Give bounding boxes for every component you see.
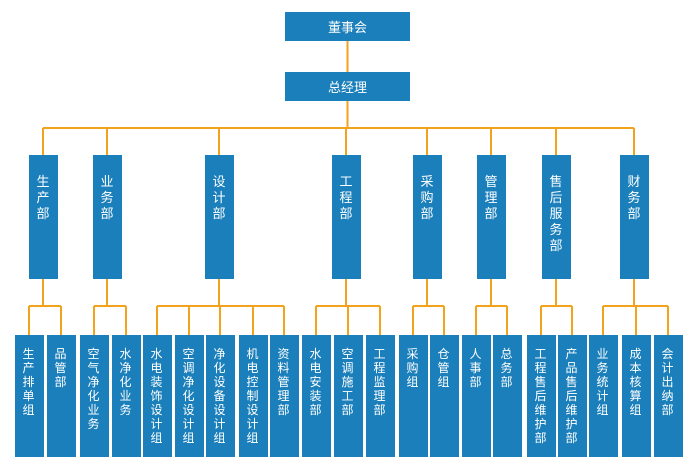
department-box: 财务部 (619, 155, 649, 279)
group-box: 水电装饰设计组 (142, 335, 172, 457)
group-label: 成本核算组 (629, 347, 642, 417)
department-label: 售后服务部 (549, 175, 563, 254)
department-box: 管理部 (476, 155, 506, 279)
group-box: 水电安装部 (301, 335, 331, 457)
group-label: 空气净化业务 (87, 347, 100, 431)
group-box: 资料管理部 (269, 335, 299, 457)
department-label: 业务部 (100, 175, 114, 222)
group-label: 采购组 (406, 347, 419, 389)
group-label: 空调施工部 (341, 347, 354, 417)
department-box: 工程部 (331, 155, 361, 279)
group-box: 空调施工部 (333, 335, 363, 457)
group-label: 机电控制设计组 (246, 347, 259, 445)
group-box: 工程售后维护部 (526, 335, 556, 457)
group-label: 工程监理部 (373, 347, 386, 417)
group-label: 人事部 (469, 347, 482, 389)
group-box: 空调净化设计组 (174, 335, 204, 457)
group-box: 业务统计组 (588, 335, 618, 457)
group-label: 资料管理部 (277, 347, 290, 417)
group-label: 会计出纳部 (661, 347, 674, 417)
group-box: 机电控制设计组 (238, 335, 268, 457)
department-box: 生产部 (28, 155, 58, 279)
group-box: 采购组 (398, 335, 428, 457)
group-box: 工程监理部 (365, 335, 395, 457)
group-label: 业务统计组 (596, 347, 609, 417)
department-label: 生产部 (36, 175, 50, 222)
group-label: 空调净化设计组 (182, 347, 195, 445)
department-label: 采购部 (420, 175, 434, 222)
department-label: 管理部 (484, 175, 498, 222)
department-box: 采购部 (412, 155, 442, 279)
department-label: 财务部 (627, 175, 641, 222)
group-label: 产品售后维护部 (565, 347, 578, 445)
general-manager-box: 总经理 (285, 72, 410, 101)
department-box: 业务部 (92, 155, 122, 279)
department-label: 设计部 (212, 175, 226, 222)
group-box: 会计出纳部 (653, 335, 683, 457)
general-manager-label: 总经理 (327, 81, 367, 96)
group-label: 水电装饰设计组 (150, 347, 163, 445)
group-box: 总务部 (492, 335, 522, 457)
group-label: 生产排单组 (22, 347, 35, 417)
group-label: 总务部 (500, 347, 513, 389)
group-box: 空气净化业务 (79, 335, 109, 457)
group-box: 品管部 (46, 335, 76, 457)
board-box: 董事会 (285, 12, 410, 41)
group-label: 水净化业务 (119, 347, 132, 417)
group-label: 品管部 (54, 347, 67, 389)
group-box: 净化设备设计组 (205, 335, 235, 457)
group-label: 工程售后维护部 (534, 347, 547, 445)
group-box: 仓管组 (429, 335, 459, 457)
group-box: 水净化业务 (111, 335, 141, 457)
department-box: 设计部 (204, 155, 234, 279)
group-label: 仓管组 (437, 347, 450, 389)
board-label: 董事会 (327, 21, 367, 36)
group-box: 人事部 (461, 335, 491, 457)
group-box: 产品售后维护部 (557, 335, 587, 457)
group-label: 净化设备设计组 (213, 347, 226, 445)
group-box: 生产排单组 (14, 335, 44, 457)
department-label: 工程部 (339, 175, 353, 222)
group-box: 成本核算组 (621, 335, 651, 457)
department-box: 售后服务部 (541, 155, 571, 279)
group-label: 水电安装部 (309, 347, 322, 417)
